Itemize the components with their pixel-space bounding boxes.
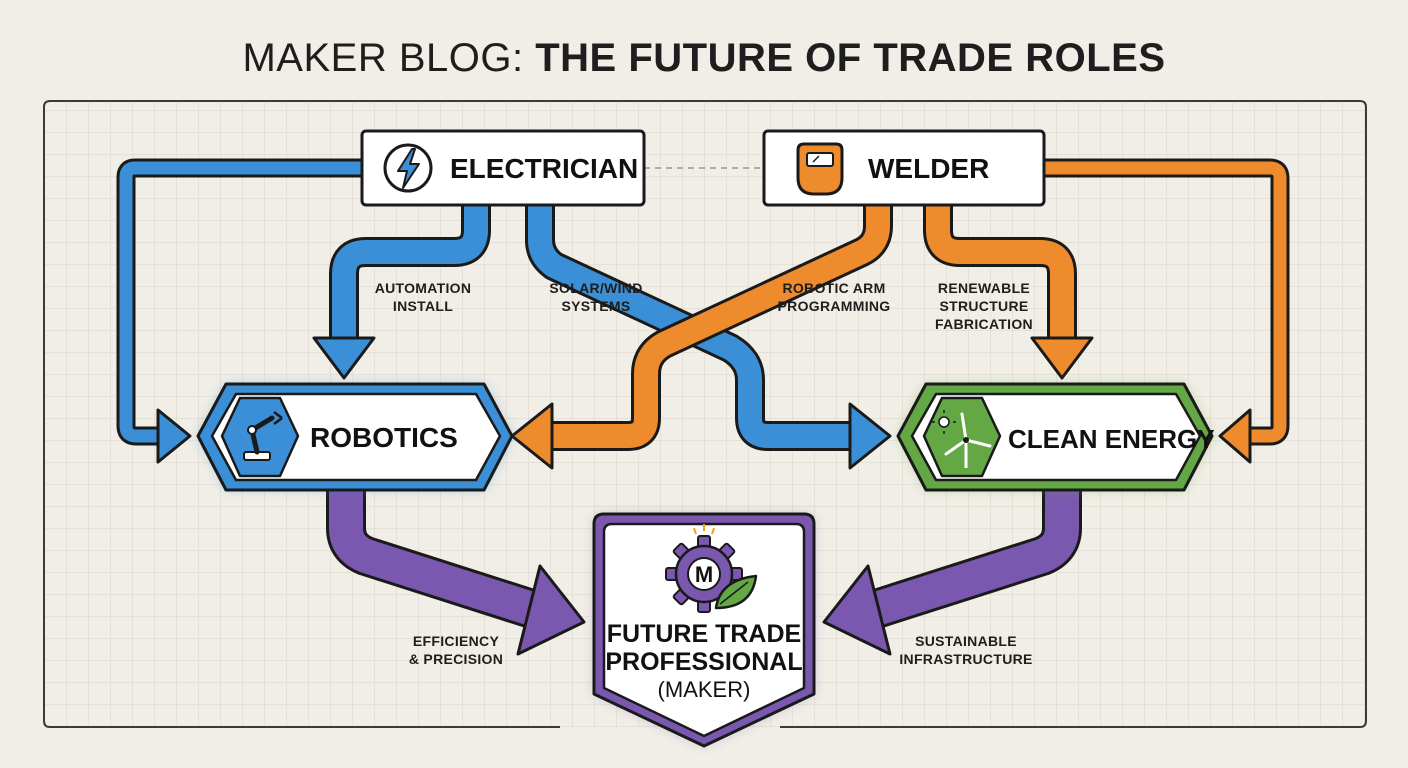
node-welder: WELDER (762, 129, 1046, 207)
node-electrician: ELECTRICIAN (360, 129, 646, 207)
welding-mask-icon (796, 142, 844, 196)
flow-automation-install (312, 205, 491, 380)
gear-leaf-icon: M (665, 524, 758, 613)
node-robotics: ROBOTICS (196, 382, 514, 492)
edge-label-renewable-structure: RENEWABLE STRUCTURE FABRICATION (935, 280, 1033, 332)
edge-label-efficiency-precision: EFFICIENCY & PRECISION (408, 633, 504, 667)
node-future-trade-professional: M FUTURE TRADE PROFESSIONAL (MAKER) (592, 512, 816, 748)
node-professional-line1: FUTURE TRADE (607, 620, 801, 648)
wind-turbine-icon (922, 396, 1002, 478)
edge-label-robotic-arm-programming: ROBOTIC ARM PROGRAMMING (777, 280, 891, 314)
flow-sustainable-infrastructure (822, 490, 1082, 656)
badge-letter: M (695, 562, 713, 587)
node-clean-energy-label: CLEAN ENERGY (1008, 424, 1215, 454)
flow-renewable-structure (923, 205, 1094, 380)
title-prefix: MAKER BLOG: (242, 36, 536, 80)
node-professional-line2: PROFESSIONAL (605, 648, 802, 676)
node-clean-energy: CLEAN ENERGY (896, 382, 1215, 492)
flow-electrician-to-robotics-outer (116, 158, 362, 464)
edge-label-sustainable-infrastructure: SUSTAINABLE INFRASTRUCTURE (899, 633, 1033, 667)
flow-robotic-arm-programming (510, 205, 893, 470)
edge-label-solar-wind-systems: SOLAR/WIND SYSTEMS (549, 280, 643, 314)
flow-efficiency-precision (326, 490, 586, 656)
title-emphasis: THE FUTURE OF TRADE ROLES (535, 36, 1166, 80)
flow-solar-wind-systems (525, 205, 892, 470)
node-professional-line3: (MAKER) (658, 677, 751, 702)
robotic-arm-icon (220, 396, 300, 478)
node-electrician-label: ELECTRICIAN (450, 153, 638, 184)
node-welder-label: WELDER (868, 153, 989, 184)
edge-label-automation-install: AUTOMATION INSTALL (374, 280, 472, 314)
page-title: MAKER BLOG: THE FUTURE OF TRADE ROLES (0, 36, 1408, 81)
node-robotics-label: ROBOTICS (310, 422, 458, 453)
lightning-bolt-icon (383, 143, 433, 193)
flow-welder-to-clean-energy-outer (1044, 158, 1290, 464)
